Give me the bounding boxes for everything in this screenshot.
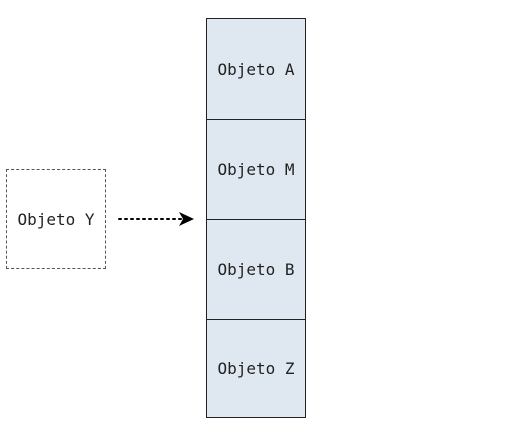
stack-item-label: Objeto B [217, 260, 295, 279]
floating-object-label: Objeto Y [17, 209, 95, 229]
object-stack: Objeto A Objeto M Objeto B Objeto Z [206, 18, 306, 418]
insertion-arrow-head [179, 212, 194, 226]
floating-object-y: Objeto Y [6, 169, 106, 269]
stack-item-label: Objeto A [217, 59, 295, 79]
stack-item-label: Objeto Z [217, 359, 295, 378]
stack-item-objeto-z: Objeto Z [207, 319, 305, 417]
stack-item-objeto-m: Objeto M [207, 119, 305, 219]
stack-item-objeto-a: Objeto A [207, 19, 305, 119]
stack-item-label: Objeto M [217, 160, 295, 179]
stack-item-objeto-b: Objeto B [207, 219, 305, 319]
